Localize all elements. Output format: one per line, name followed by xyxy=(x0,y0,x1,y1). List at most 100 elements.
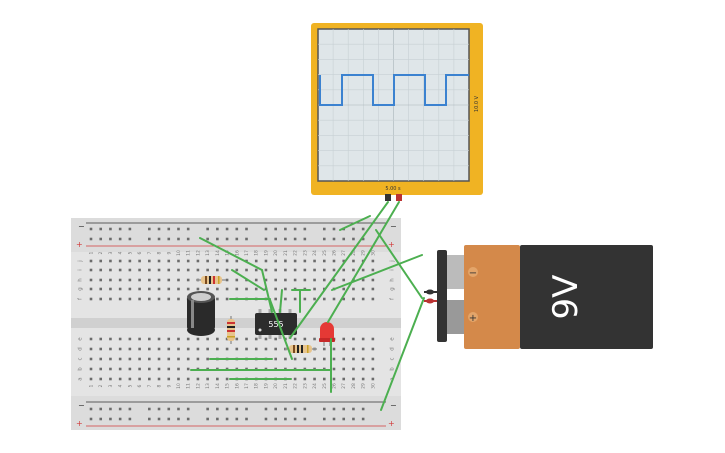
breadboard-hole[interactable] xyxy=(206,347,209,351)
breadboard-hole[interactable] xyxy=(109,377,112,381)
breadboard-hole[interactable] xyxy=(352,297,355,301)
breadboard-hole[interactable] xyxy=(99,287,103,291)
breadboard-hole[interactable] xyxy=(216,337,219,341)
breadboard-hole[interactable] xyxy=(225,337,229,341)
breadboard-hole[interactable] xyxy=(138,297,141,301)
breadboard-hole[interactable] xyxy=(186,337,190,341)
breadboard-hole[interactable] xyxy=(167,337,171,341)
breadboard-hole[interactable] xyxy=(128,357,132,361)
breadboard-hole[interactable] xyxy=(186,367,190,371)
rail-hole[interactable] xyxy=(235,417,239,421)
rail-hole[interactable] xyxy=(186,407,190,411)
breadboard-hole[interactable] xyxy=(167,278,171,282)
electrolytic-capacitor[interactable] xyxy=(187,291,215,336)
breadboard-hole[interactable] xyxy=(342,278,346,282)
ic-555[interactable]: 555 xyxy=(255,309,297,339)
breadboard-hole[interactable] xyxy=(303,357,307,361)
rail-hole[interactable] xyxy=(206,407,209,411)
wire-2[interactable] xyxy=(231,269,265,291)
breadboard-hole[interactable] xyxy=(352,287,355,291)
breadboard-hole[interactable] xyxy=(177,259,180,263)
rail-hole[interactable] xyxy=(245,417,248,421)
breadboard-hole[interactable] xyxy=(148,357,151,361)
rail-hole[interactable] xyxy=(99,417,103,421)
rail-hole[interactable] xyxy=(216,407,219,411)
breadboard-hole[interactable] xyxy=(216,347,219,351)
rail-hole[interactable] xyxy=(303,407,307,411)
breadboard-hole[interactable] xyxy=(361,337,365,341)
breadboard-hole[interactable] xyxy=(167,347,171,351)
breadboard-hole[interactable] xyxy=(89,287,93,291)
rail-hole[interactable] xyxy=(245,227,248,231)
breadboard-hole[interactable] xyxy=(118,278,122,282)
breadboard-hole[interactable] xyxy=(274,287,277,291)
breadboard-hole[interactable] xyxy=(148,367,151,371)
breadboard-hole[interactable] xyxy=(274,278,277,282)
rail-hole[interactable] xyxy=(274,407,277,411)
breadboard-hole[interactable] xyxy=(206,268,209,272)
breadboard-hole[interactable] xyxy=(245,287,248,291)
rail-hole[interactable] xyxy=(293,417,297,421)
breadboard-hole[interactable] xyxy=(293,297,297,301)
breadboard-hole[interactable] xyxy=(225,259,229,263)
rail-hole[interactable] xyxy=(206,417,209,421)
breadboard-hole[interactable] xyxy=(118,367,122,371)
rail-hole[interactable] xyxy=(109,227,112,231)
rail-hole[interactable] xyxy=(216,417,219,421)
rail-hole[interactable] xyxy=(303,417,307,421)
breadboard-hole[interactable] xyxy=(235,347,239,351)
breadboard-hole[interactable] xyxy=(274,297,277,301)
resistor-top[interactable] xyxy=(196,276,226,284)
breadboard-hole[interactable] xyxy=(128,347,132,351)
breadboard-hole[interactable] xyxy=(274,259,277,263)
rail-hole[interactable] xyxy=(264,237,268,241)
breadboard-hole[interactable] xyxy=(206,259,209,263)
breadboard-hole[interactable] xyxy=(118,347,122,351)
rail-hole[interactable] xyxy=(148,417,151,421)
rail-hole[interactable] xyxy=(89,227,93,231)
rail-hole[interactable] xyxy=(274,417,277,421)
breadboard-hole[interactable] xyxy=(99,268,103,272)
breadboard-hole[interactable] xyxy=(342,377,346,381)
breadboard-hole[interactable] xyxy=(361,287,365,291)
breadboard-hole[interactable] xyxy=(332,347,336,351)
rail-hole[interactable] xyxy=(177,417,180,421)
breadboard-hole[interactable] xyxy=(128,297,132,301)
breadboard-hole[interactable] xyxy=(167,377,171,381)
breadboard-hole[interactable] xyxy=(138,287,141,291)
breadboard-hole[interactable] xyxy=(284,357,287,361)
breadboard-hole[interactable] xyxy=(148,287,151,291)
breadboard-hole[interactable] xyxy=(196,268,200,272)
breadboard-hole[interactable] xyxy=(371,347,375,351)
breadboard-hole[interactable] xyxy=(235,278,239,282)
breadboard-hole[interactable] xyxy=(167,259,171,263)
breadboard-hole[interactable] xyxy=(186,287,190,291)
breadboard-hole[interactable] xyxy=(89,259,93,263)
rail-hole[interactable] xyxy=(167,407,171,411)
rail-hole[interactable] xyxy=(148,227,151,231)
rail-hole[interactable] xyxy=(245,407,248,411)
breadboard-hole[interactable] xyxy=(89,268,93,272)
breadboard-hole[interactable] xyxy=(342,297,346,301)
breadboard-hole[interactable] xyxy=(225,278,229,282)
breadboard-hole[interactable] xyxy=(138,367,141,371)
breadboard-hole[interactable] xyxy=(177,367,180,371)
breadboard-hole[interactable] xyxy=(264,278,268,282)
breadboard-hole[interactable] xyxy=(99,259,103,263)
breadboard-hole[interactable] xyxy=(118,287,122,291)
breadboard-hole[interactable] xyxy=(186,377,190,381)
breadboard-hole[interactable] xyxy=(352,367,355,371)
breadboard-hole[interactable] xyxy=(99,377,103,381)
rail-hole[interactable] xyxy=(186,417,190,421)
breadboard-hole[interactable] xyxy=(293,259,297,263)
rail-hole[interactable] xyxy=(157,227,161,231)
breadboard-hole[interactable] xyxy=(157,278,161,282)
breadboard-hole[interactable] xyxy=(157,337,161,341)
breadboard-hole[interactable] xyxy=(177,347,180,351)
breadboard-hole[interactable] xyxy=(206,287,209,291)
breadboard-hole[interactable] xyxy=(167,367,171,371)
breadboard-hole[interactable] xyxy=(118,297,122,301)
oscilloscope[interactable]: 5.00 s 10.0 V xyxy=(311,23,483,201)
breadboard-hole[interactable] xyxy=(99,367,103,371)
breadboard-hole[interactable] xyxy=(322,347,326,351)
